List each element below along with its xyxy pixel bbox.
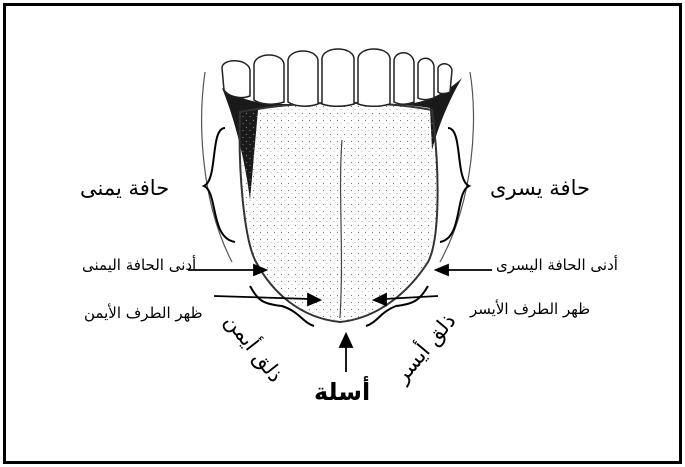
- label-lower-left-edge: أدنى الحافة اليسرى: [496, 256, 618, 274]
- left-edge-brace: [440, 128, 469, 242]
- label-left-edge: حافة يسرى: [490, 176, 590, 200]
- right-edge-brace: [204, 128, 235, 242]
- label-left-tip-dorsum: ظهر الطرف الأيسر: [470, 300, 590, 318]
- label-apex: أسلة: [314, 378, 370, 406]
- teeth: [222, 49, 452, 106]
- label-right-edge: حافة يمنى: [80, 176, 169, 200]
- label-right-tip-dorsum: ظهر الطرف الأيمن: [84, 304, 203, 322]
- tongue-body: [240, 103, 438, 322]
- label-lower-right-edge: أدنى الحافة اليمنى: [82, 256, 196, 274]
